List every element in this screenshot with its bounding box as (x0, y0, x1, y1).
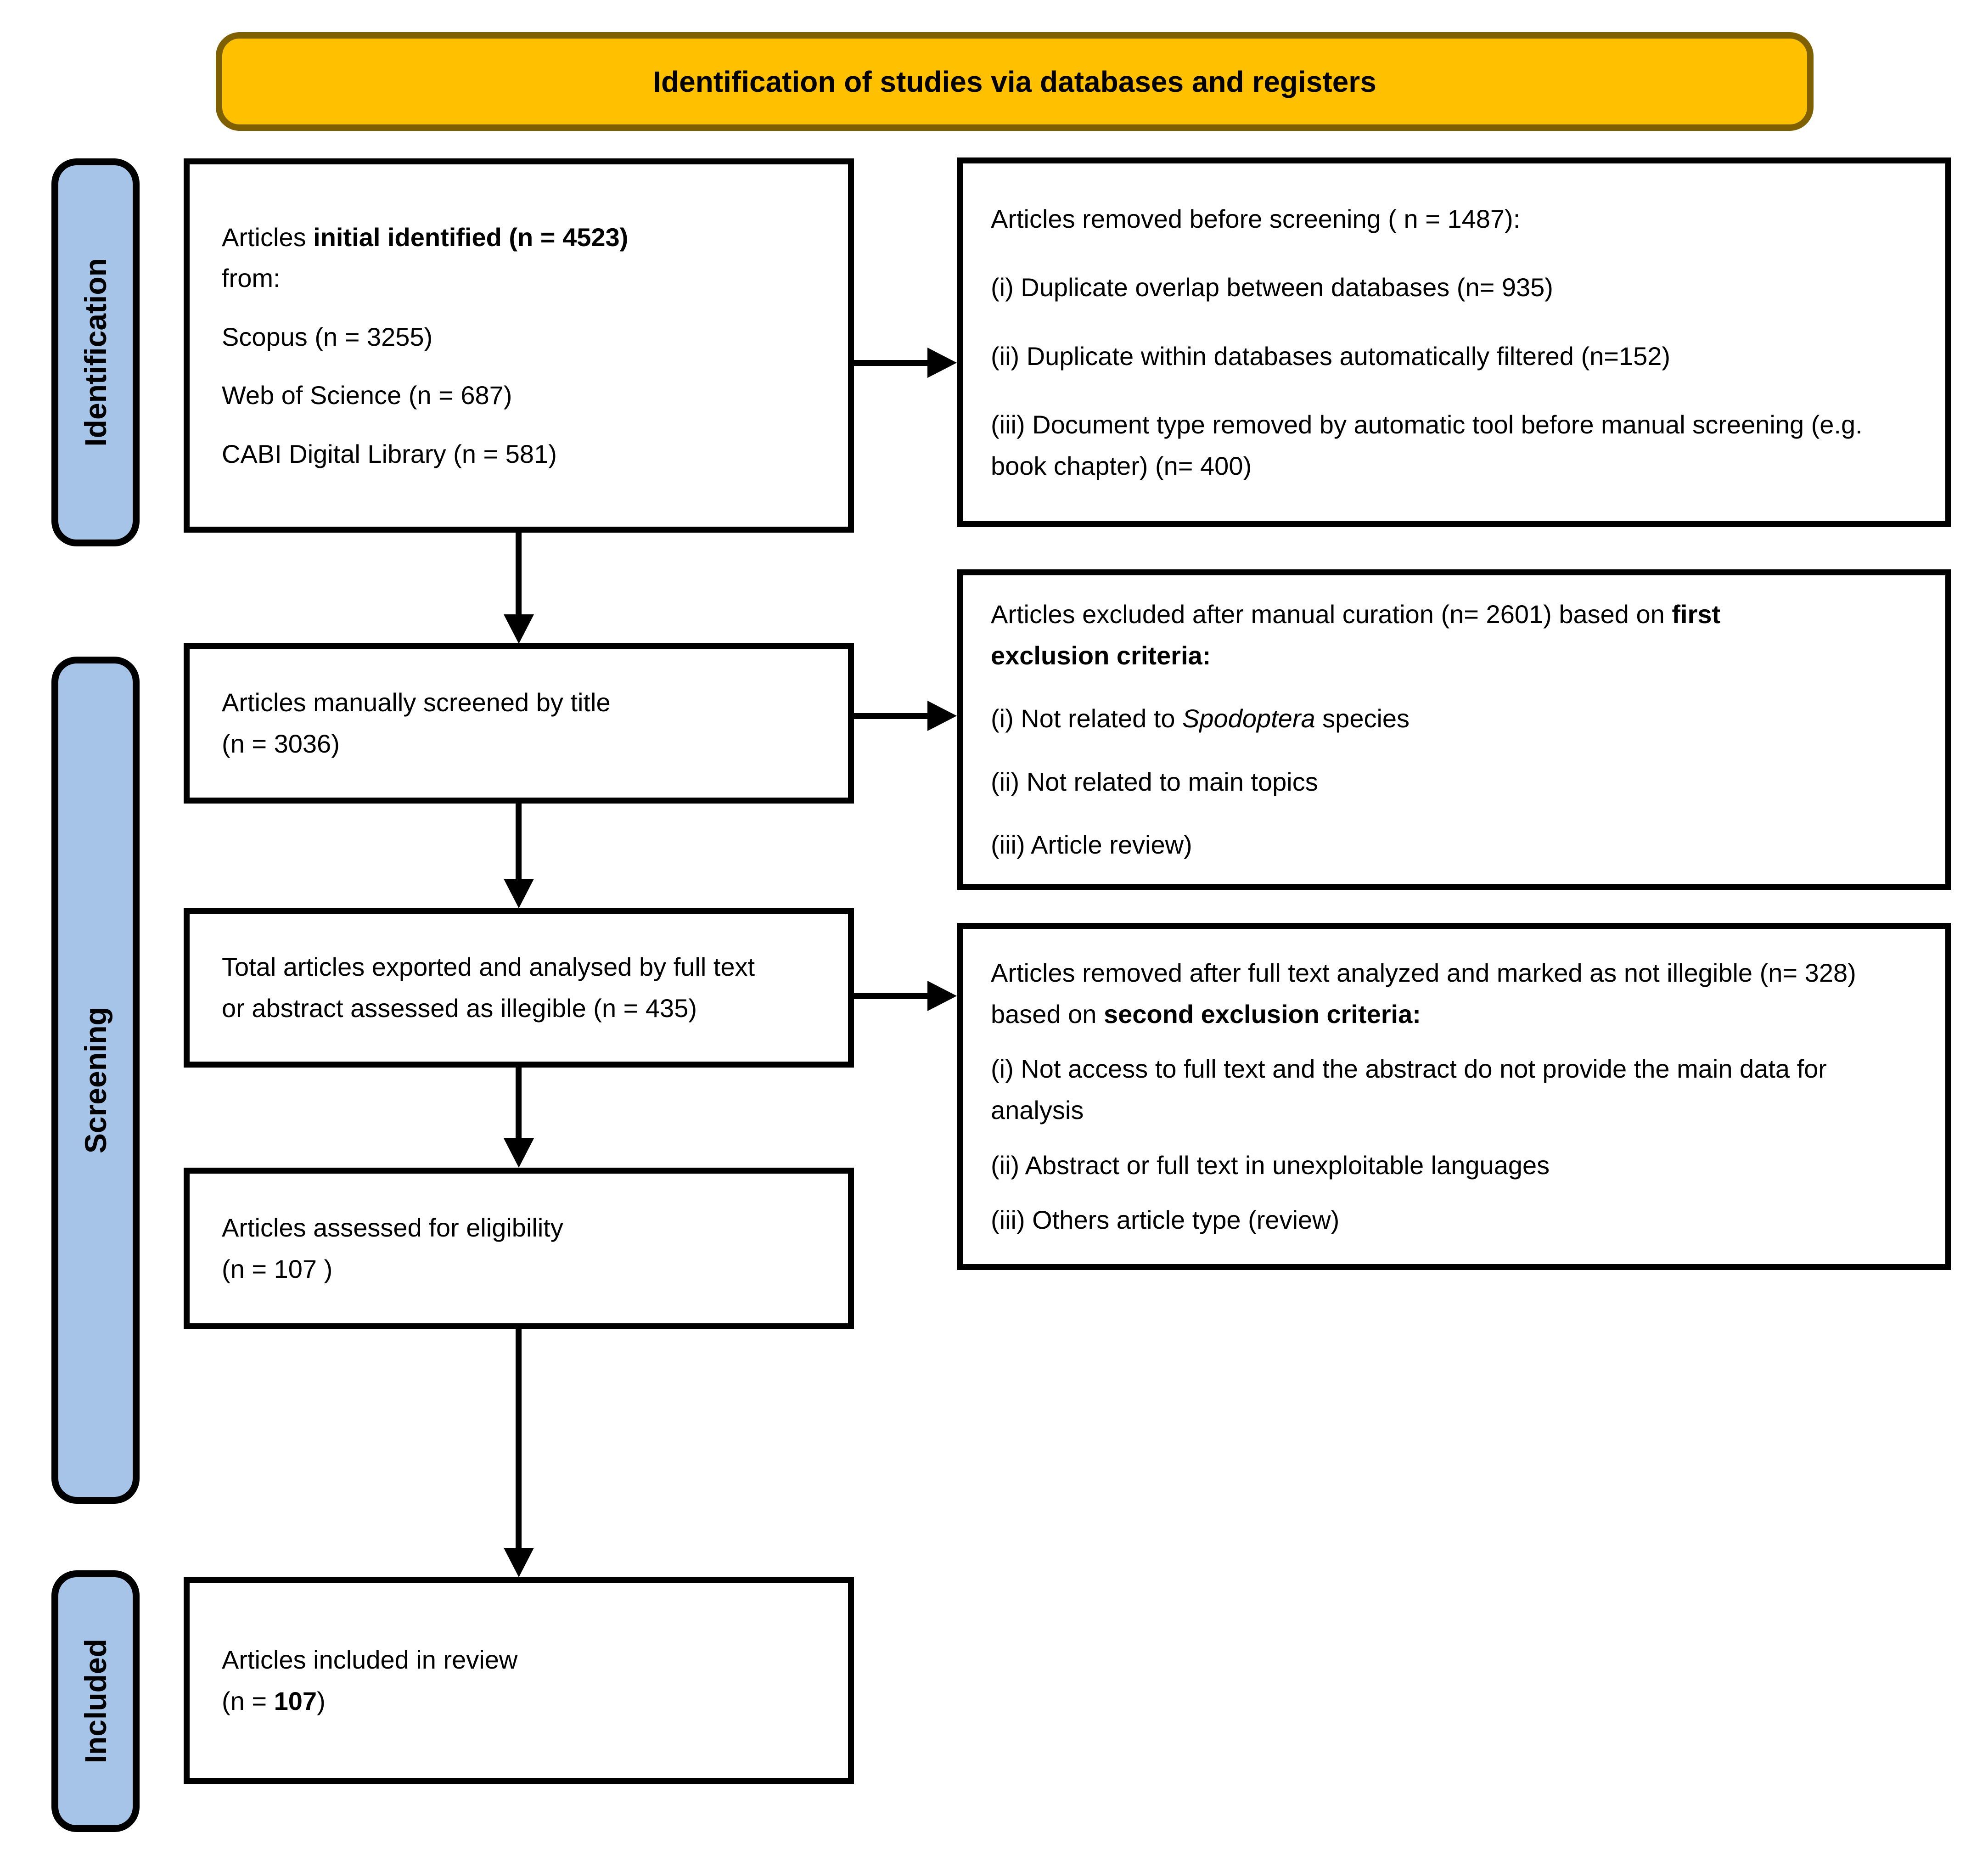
eligibility-line1: Articles assessed for eligibility (222, 1213, 563, 1242)
stage-label-included: Included (51, 1570, 140, 1832)
arrow-screened-to-excluded-head (927, 701, 957, 731)
identified-intro-normal: Articles (222, 222, 314, 252)
included-line2-suffix: ) (317, 1686, 326, 1715)
included-text: Articles included in review (n = 107) (222, 1639, 816, 1721)
identified-intro: Articles initial identified (n = 4523) fr… (222, 217, 816, 299)
arrow-eligibility-to-included-shaft (516, 1328, 522, 1549)
screened-line2: (n = 3036) (222, 729, 340, 758)
arrow-screened-to-excluded-shaft (853, 713, 928, 719)
arrow-screened-to-fulltext-shaft (516, 803, 522, 880)
arrow-identified-to-removed-shaft (853, 360, 928, 366)
screened-line1: Articles manually screened by title (222, 688, 611, 717)
arrow-identified-to-removed-head (927, 348, 957, 378)
arrow-fulltext-to-eligibility-shaft (516, 1067, 522, 1139)
excluded1-header-normal: Articles excluded after manual curation … (991, 600, 1672, 629)
excluded1-item-2: (ii) Not related to main topics (991, 767, 1318, 796)
stage-label-screening-text: Screening (79, 1006, 112, 1154)
excluded1-header: Articles excluded after manual curation … (991, 594, 1817, 676)
stage-label-included-text: Included (79, 1639, 112, 1764)
arrow-fulltext-to-removed2-shaft (853, 993, 928, 999)
identified-source-scopus: Scopus (n = 3255) (222, 322, 433, 351)
removed2-header-bold: second exclusion criteria: (1103, 999, 1421, 1029)
arrow-identified-to-screened-shaft (516, 532, 522, 615)
box-excluded-first-criteria: Articles excluded after manual curation … (957, 569, 1951, 890)
removed1-item-3: (iii) Document type removed by automatic… (991, 410, 1863, 480)
excluded1-item1-suffix: species (1315, 704, 1410, 733)
included-line2-count: 107 (274, 1686, 317, 1715)
box-articles-eligibility: Articles assessed for eligibility (n = 10… (184, 1168, 854, 1329)
screened-text: Articles manually screened by title (n = … (222, 682, 816, 764)
box-articles-included: Articles included in review (n = 107) (184, 1577, 854, 1784)
box-removed-second-criteria: Articles removed after full text analyze… (957, 923, 1951, 1270)
removed2-item-1: (i) Not access to full text and the abst… (991, 1054, 1827, 1124)
title-text: Identification of studies via databases … (653, 65, 1376, 98)
arrow-fulltext-to-removed2-head (927, 981, 957, 1011)
identified-source-wos: Web of Science (n = 687) (222, 381, 512, 410)
removed1-item-2: (ii) Duplicate within databases automati… (991, 341, 1671, 371)
identified-intro-tail: from: (222, 264, 281, 293)
box-articles-fulltext-analysed: Total articles exported and analysed by … (184, 908, 854, 1068)
excluded1-item-1: (i) Not related to Spodoptera species (991, 698, 1817, 739)
included-line2-prefix: (n = (222, 1686, 274, 1715)
arrow-eligibility-to-included-head (504, 1548, 534, 1577)
stage-label-screening: Screening (51, 657, 140, 1504)
removed2-item-2: (ii) Abstract or full text in unexploita… (991, 1150, 1550, 1180)
excluded1-item1-species: Spodoptera (1182, 704, 1315, 733)
removed1-header: Articles removed before screening ( n = … (991, 204, 1521, 233)
box-removed-before-screening: Articles removed before screening ( n = … (957, 157, 1951, 527)
identified-source-cabi: CABI Digital Library (n = 581) (222, 439, 557, 468)
identified-intro-bold: initial identified (n = 4523) (313, 222, 629, 252)
included-line1: Articles included in review (222, 1645, 518, 1675)
removed1-item-1: (i) Duplicate overlap between databases … (991, 273, 1553, 302)
excluded1-item1-prefix: (i) Not related to (991, 704, 1183, 733)
box-articles-identified: Articles initial identified (n = 4523) fr… (184, 158, 854, 533)
removed2-header: Articles removed after full text analyze… (991, 952, 1863, 1034)
excluded1-header-bold: first exclusion criteria: (991, 600, 1721, 670)
fulltext-text: Total articles exported and analysed by … (222, 952, 755, 1023)
box-articles-screened: Articles manually screened by title (n = … (184, 643, 854, 804)
title-banner: Identification of studies via databases … (216, 32, 1814, 131)
stage-label-identification-text: Identification (79, 258, 112, 447)
eligibility-text: Articles assessed for eligibility (n = 10… (222, 1207, 816, 1289)
stage-label-identification: Identification (51, 158, 140, 546)
arrow-fulltext-to-eligibility-head (504, 1138, 534, 1168)
arrow-screened-to-fulltext-head (504, 879, 534, 908)
removed2-item-3: (iii) Others article type (review) (991, 1205, 1340, 1235)
eligibility-line2: (n = 107 ) (222, 1254, 333, 1283)
excluded1-item-3: (iii) Article review) (991, 830, 1192, 860)
arrow-identified-to-screened-head (504, 614, 534, 644)
removed2-header-normal: Articles removed after full text analyze… (991, 958, 1856, 1029)
